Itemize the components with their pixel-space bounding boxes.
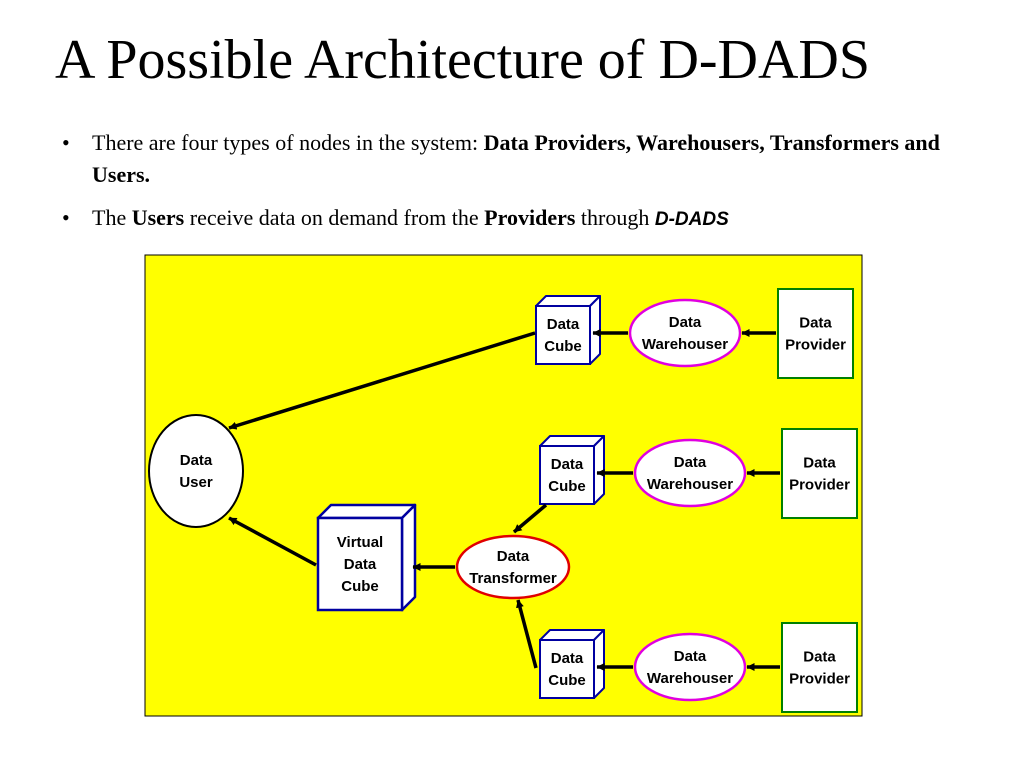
data-user-ellipse xyxy=(148,414,244,528)
virtual-data-cube-label: Cube xyxy=(341,578,379,595)
bullet-text-normal: receive data on demand from the xyxy=(184,205,485,230)
data-cube-label: Cube xyxy=(544,338,582,355)
data-provider-label: Data xyxy=(803,455,836,472)
data-warehouser-label: Data xyxy=(674,648,707,665)
cube-front-face xyxy=(539,639,595,699)
bullet-marker: • xyxy=(62,130,70,155)
data-cube-label: Data xyxy=(551,456,584,473)
data-transformer-ellipse xyxy=(455,534,571,600)
cube-side-face xyxy=(400,503,417,612)
bullet-text-normal: through xyxy=(575,205,655,230)
data-warehouser-label: Warehouser xyxy=(642,336,728,353)
cube-front-face xyxy=(535,305,591,365)
data-provider-label: Data xyxy=(803,649,836,666)
data-provider-label: Data xyxy=(799,315,832,332)
arrow-virtual-cube-to-user xyxy=(228,516,317,567)
bullet-text: There are four types of nodes in the sys… xyxy=(92,127,972,191)
data-user-label: Data xyxy=(180,452,213,469)
bullet-text-bold: Users xyxy=(131,205,185,230)
slide-title: A Possible Architecture of D-DADS xyxy=(55,29,871,91)
bullet-text-bold: Providers xyxy=(484,205,576,230)
data-provider-box xyxy=(781,622,858,713)
bullet-text: The Users receive data on demand from th… xyxy=(92,202,972,236)
cube-side-face xyxy=(593,629,605,699)
bullet-text-bold: Data Providers, Warehousers, Transformer… xyxy=(92,130,940,187)
data-cube-label: Cube xyxy=(548,478,586,495)
data-cube-label: Cube xyxy=(548,672,586,689)
data-provider-label: Provider xyxy=(785,337,846,354)
cube-front-face xyxy=(316,516,404,612)
bullet-data-flow: • The Users receive data on demand from … xyxy=(62,202,972,236)
diagram-background xyxy=(144,254,863,717)
data-warehouser-label: Data xyxy=(669,314,702,331)
virtual-data-cube-label: Data xyxy=(344,556,377,573)
virtual-data-cube-label: Virtual xyxy=(337,534,383,551)
cube-front-face xyxy=(539,445,595,505)
data-provider-label: Provider xyxy=(789,477,850,494)
data-transformer-label: Transformer xyxy=(469,570,557,587)
data-user-label: User xyxy=(179,474,213,491)
bullet-node-types: • There are four types of nodes in the s… xyxy=(62,127,972,197)
data-cube-label: Data xyxy=(547,316,580,333)
data-warehouser-label: Warehouser xyxy=(647,670,733,687)
bullet-marker: • xyxy=(62,205,70,230)
data-provider-box xyxy=(777,288,854,379)
bullet-text-normal: There are four types of nodes in the sys… xyxy=(92,130,484,155)
data-transformer-label: Data xyxy=(497,548,530,565)
data-cube-label: Data xyxy=(551,650,584,667)
cube-side-face xyxy=(593,435,605,505)
bullet-text-system-name: D-DADS xyxy=(654,209,729,230)
arrow-cube-to-user xyxy=(228,331,536,430)
arrow-cube-to-transformer xyxy=(512,503,548,534)
cube-top-face xyxy=(316,503,417,520)
data-warehouser-ellipse xyxy=(633,632,747,702)
bullet-text-normal: The xyxy=(92,205,132,230)
data-warehouser-label: Data xyxy=(674,454,707,471)
data-warehouser-ellipse xyxy=(628,298,742,368)
arrow-cube-to-transformer xyxy=(516,599,538,669)
data-warehouser-ellipse xyxy=(633,438,747,508)
data-provider-box xyxy=(781,428,858,519)
cube-side-face xyxy=(589,295,601,365)
data-provider-label: Provider xyxy=(789,671,850,688)
data-warehouser-label: Warehouser xyxy=(647,476,733,493)
